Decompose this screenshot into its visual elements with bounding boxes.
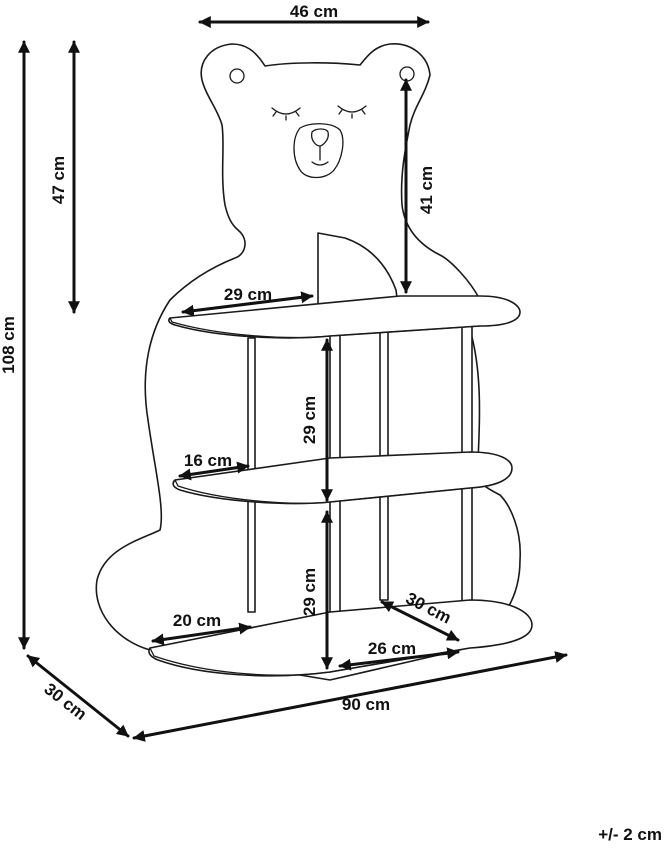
dim-total-height: 108 cm [0, 316, 18, 374]
dim-bottom-left-width: 20 cm [173, 611, 221, 630]
left-ear-hole [229, 68, 245, 84]
dim-middle-compartment-height: 29 cm [300, 396, 319, 444]
right-eye [337, 105, 367, 113]
dim-head-width: 46 cm [290, 2, 338, 21]
dim-top-shelf-width: 29 cm [224, 285, 272, 304]
dim-total-width: 90 cm [342, 695, 390, 714]
left-eye [271, 107, 301, 115]
nose [310, 128, 329, 166]
dim-back-panel-height: 41 cm [417, 166, 436, 214]
dim-head-height: 47 cm [49, 156, 68, 204]
tolerance-note: +/- 2 cm [598, 825, 662, 844]
dim-lower-compartment-height: 29 cm [300, 568, 319, 616]
dim-bottom-right-width: 26 cm [368, 639, 416, 658]
snout [293, 123, 344, 179]
dim-middle-shelf-width: 16 cm [184, 451, 232, 470]
